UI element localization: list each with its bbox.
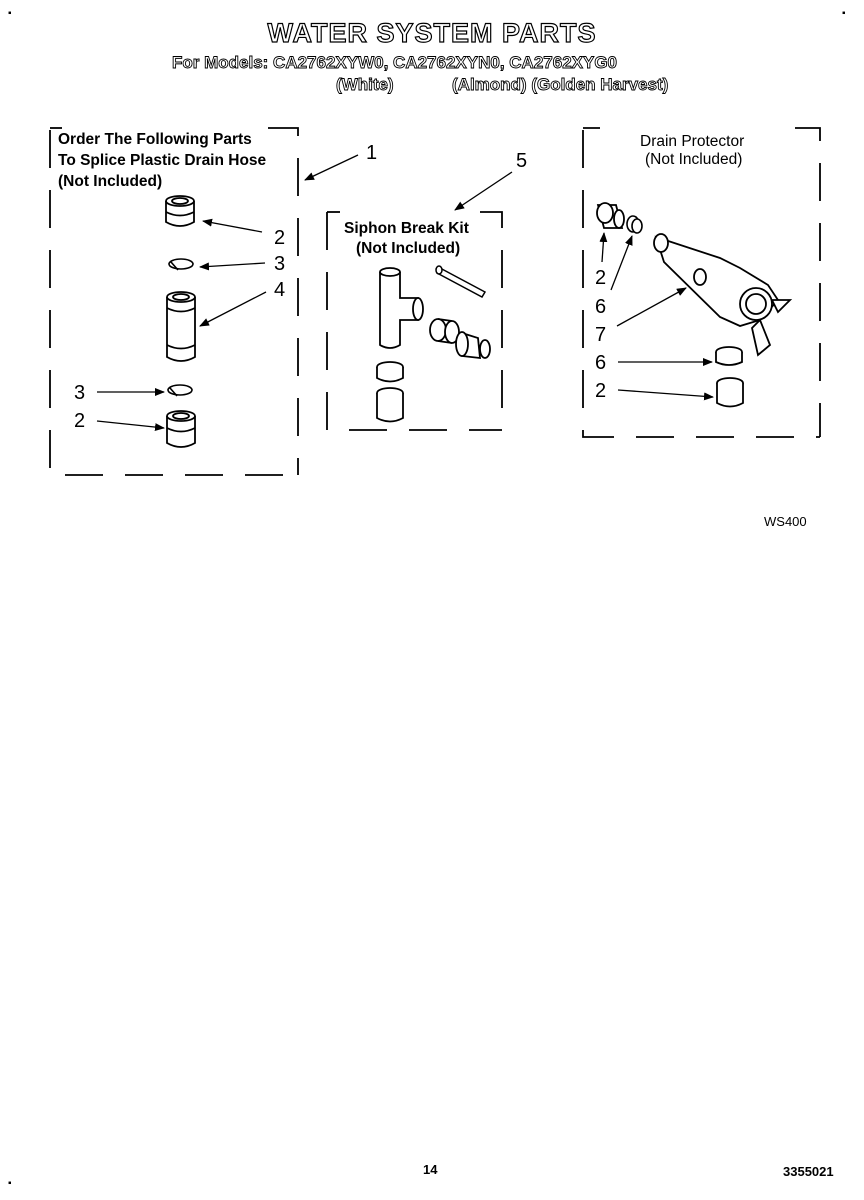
leader-drain-7 <box>616 287 687 327</box>
leader-5 <box>454 171 513 211</box>
callout-drain-2-top: 2 <box>595 267 607 289</box>
siphon-fitting-bottom <box>376 387 404 423</box>
siphon-fitting-right <box>455 331 491 360</box>
figure-code: WS400 <box>764 514 807 529</box>
splice-box-label-line3: (Not Included) <box>58 173 163 190</box>
splice-coupling <box>166 291 196 362</box>
color-others-label: (Almond) (Golden Harvest) <box>452 75 669 95</box>
registration-mark: ▪ <box>842 8 846 19</box>
drain-bottom-fitting <box>716 377 744 408</box>
drain-top-fitting <box>596 202 625 229</box>
callout-4: 4 <box>274 279 286 301</box>
document-number: 3355021 <box>783 1164 834 1179</box>
leader-drain-6a <box>610 235 633 291</box>
leader-drain-2b <box>617 389 714 401</box>
siphon-nut-right <box>429 318 460 344</box>
drain-box-frame <box>582 127 821 438</box>
callout-5: 5 <box>516 150 528 172</box>
callout-3-bottom: 3 <box>74 382 86 404</box>
callout-drain-6-bottom: 6 <box>595 352 607 374</box>
callout-1: 1 <box>366 142 378 164</box>
callout-drain-2-bottom: 2 <box>595 380 607 402</box>
registration-mark: ▪ <box>8 8 12 19</box>
leader-4 <box>199 291 267 327</box>
leader-2a <box>202 218 263 233</box>
callout-drain-6-top: 6 <box>595 296 607 318</box>
splice-box-label-line1: Order The Following Parts <box>58 131 252 148</box>
drain-top-nut <box>626 215 643 234</box>
color-white-label: (White) <box>336 75 394 95</box>
splice-box-label-line2: To Splice Plastic Drain Hose <box>58 152 267 169</box>
drain-box-label-line2: (Not Included) <box>645 151 743 168</box>
page-number: 14 <box>423 1162 438 1177</box>
registration-mark: ▪ <box>8 1178 12 1189</box>
models-line: For Models: CA2762XYW0, CA2762XYN0, CA27… <box>172 53 618 73</box>
drain-body <box>653 233 793 357</box>
callout-drain-7: 7 <box>595 324 607 346</box>
siphon-box-frame <box>326 211 503 431</box>
splice-bottom-clamp <box>167 384 193 397</box>
leader-2b <box>96 420 165 432</box>
callout-3-top: 3 <box>274 253 286 275</box>
siphon-box-label-line1: Siphon Break Kit <box>344 220 469 237</box>
siphon-nut-bottom <box>376 361 404 383</box>
drain-box-label-line1: Drain Protector <box>640 133 745 150</box>
splice-top-fitting <box>165 195 195 227</box>
page-title: WATER SYSTEM PARTS <box>267 17 597 48</box>
leader-1 <box>304 154 359 181</box>
drain-bottom-nut <box>715 346 743 366</box>
leader-3a <box>199 262 266 271</box>
splice-box-frame <box>49 127 299 476</box>
callout-2-top: 2 <box>274 227 286 249</box>
siphon-tee <box>379 267 424 349</box>
splice-bottom-fitting <box>166 410 196 448</box>
siphon-box-label-line2: (Not Included) <box>356 240 461 257</box>
siphon-pin <box>435 265 487 298</box>
splice-top-clamp <box>168 258 194 271</box>
leader-drain-2a <box>599 232 608 263</box>
callout-2-bottom: 2 <box>74 410 86 432</box>
